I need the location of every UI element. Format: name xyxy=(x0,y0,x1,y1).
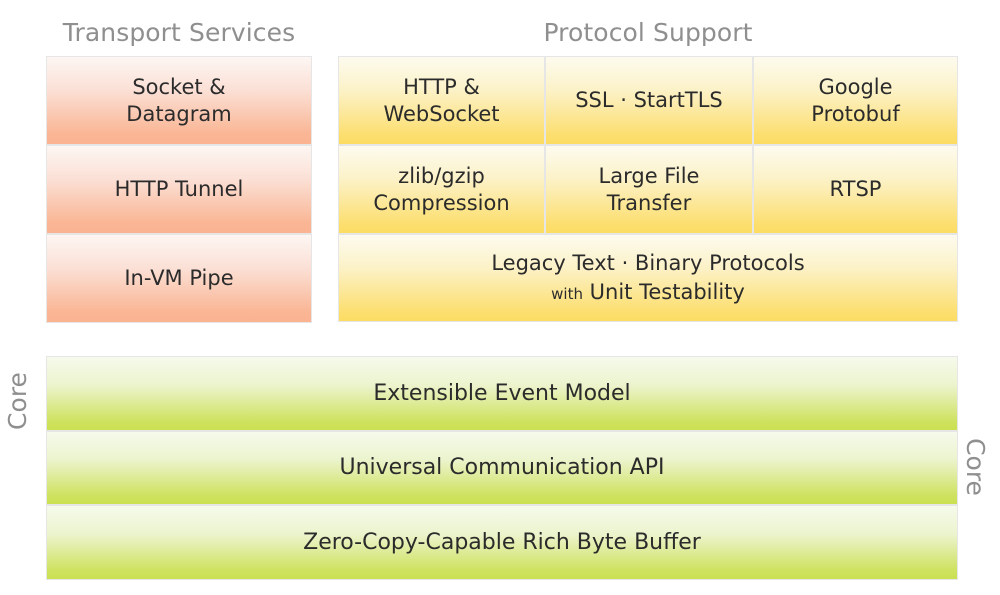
label-line-2: with Unit Testability xyxy=(491,279,804,306)
transport-item-in-vm-pipe[interactable]: In-VM Pipe xyxy=(46,234,312,323)
label-line-1: zlib/gzip xyxy=(398,164,485,189)
protocol-support-title: Protocol Support xyxy=(543,18,753,47)
label-line-1: Legacy Text · Binary Protocols xyxy=(491,251,805,276)
core-item-label: Extensible Event Model xyxy=(373,380,631,406)
protocol-item-google-protobuf[interactable]: Google Protobuf xyxy=(753,56,958,145)
transport-item-label: HTTP Tunnel xyxy=(114,177,244,202)
protocol-item-label: RTSP xyxy=(829,177,882,202)
protocol-item-label: Google Protobuf xyxy=(811,74,899,127)
protocol-item-zlib-gzip-compression[interactable]: zlib/gzip Compression xyxy=(338,145,545,234)
protocol-item-http-websocket[interactable]: HTTP & WebSocket xyxy=(338,56,545,145)
protocol-item-ssl-starttls[interactable]: SSL · StartTLS xyxy=(545,56,753,145)
protocol-item-label: SSL · StartTLS xyxy=(575,88,723,113)
label-line-2-main: Unit Testability xyxy=(589,279,745,304)
core-panel: Extensible Event Model Universal Communi… xyxy=(46,356,958,580)
protocol-item-label: Legacy Text · Binary Protocols with Unit… xyxy=(491,250,804,306)
label-qualifier: with xyxy=(551,284,583,303)
core-label-left: Core xyxy=(3,372,32,430)
label-line-1: Socket & xyxy=(132,75,226,100)
transport-item-label: Socket & Datagram xyxy=(126,74,231,127)
transport-services-panel: Socket & Datagram HTTP Tunnel In-VM Pipe xyxy=(46,56,312,323)
protocol-item-label: zlib/gzip Compression xyxy=(373,163,509,216)
label-line-2: Datagram xyxy=(126,101,232,126)
core-label-right: Core xyxy=(961,438,990,496)
label-line-2: Transfer xyxy=(606,190,692,215)
protocol-item-large-file-transfer[interactable]: Large File Transfer xyxy=(545,145,753,234)
core-item-universal-communication-api[interactable]: Universal Communication API xyxy=(46,430,958,505)
transport-services-title: Transport Services xyxy=(62,18,296,47)
transport-item-label: In-VM Pipe xyxy=(124,266,234,291)
protocol-item-label: HTTP & WebSocket xyxy=(383,74,499,127)
core-item-label: Universal Communication API xyxy=(339,455,665,480)
protocol-item-legacy-text-binary-protocols[interactable]: Legacy Text · Binary Protocols with Unit… xyxy=(338,234,958,322)
core-item-extensible-event-model[interactable]: Extensible Event Model xyxy=(46,356,958,431)
protocol-item-label: Large File Transfer xyxy=(599,163,700,216)
protocol-support-panel: HTTP & WebSocket SSL · StartTLS Google P… xyxy=(338,56,958,322)
core-item-label: Zero-Copy-Capable Rich Byte Buffer xyxy=(303,529,701,555)
transport-item-http-tunnel[interactable]: HTTP Tunnel xyxy=(46,145,312,234)
core-item-zero-copy-rich-byte-buffer[interactable]: Zero-Copy-Capable Rich Byte Buffer xyxy=(46,505,958,580)
protocol-item-rtsp[interactable]: RTSP xyxy=(753,145,958,234)
label-line-1: HTTP & xyxy=(403,75,480,100)
label-line-2: Compression xyxy=(373,190,510,215)
label-line-1: Large File xyxy=(598,164,700,189)
transport-item-socket-datagram[interactable]: Socket & Datagram xyxy=(46,56,312,145)
label-line-2: Protobuf xyxy=(811,101,900,126)
label-line-1: Google xyxy=(818,75,893,100)
label-line-2: WebSocket xyxy=(383,101,500,126)
